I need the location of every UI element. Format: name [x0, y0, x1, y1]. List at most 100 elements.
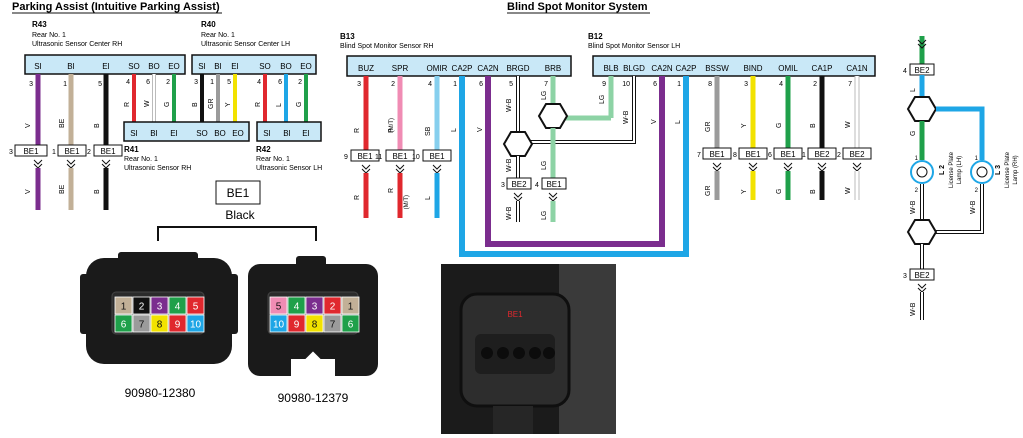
splice-badge [350, 149, 380, 162]
connector-R42: SI BI EI R42 Rear No. 1 Ultrasonic Senso… [256, 121, 322, 172]
splice-pin: 4 [903, 68, 907, 75]
pin-number: 5 [509, 81, 513, 88]
wire-color-label: G [776, 123, 783, 128]
wire-color-label: B [192, 102, 199, 107]
header-box-R41 [123, 121, 250, 142]
wire-color-label: L [910, 88, 917, 92]
wire-color-label: G [910, 131, 917, 136]
pin-number: 7 [848, 81, 852, 88]
pin-number: 1 [63, 81, 67, 88]
connector-key [289, 348, 337, 376]
wire-color-label: W [845, 121, 852, 128]
splice-point-lamp-feed [906, 96, 938, 122]
splice-badge-label: BE1 [392, 152, 408, 161]
be1-splice-lg: 4 BE1 [535, 177, 567, 190]
connector-latch [296, 256, 326, 268]
connector-pin-cell [323, 314, 342, 333]
connector-pin-cell [287, 314, 306, 333]
pin-number: 4 [257, 79, 261, 86]
wire-color-label: BE [59, 118, 66, 128]
wire-color-label: V [477, 127, 484, 132]
be1-splice-b13-omir: 10 BE1 [412, 149, 452, 162]
component-code-R43: R43 [32, 20, 47, 29]
splice-pin: 7 [697, 152, 701, 159]
wire-color-label: W-B [506, 158, 513, 172]
pin-label: SO [259, 62, 271, 71]
splice-badge-label: BE1 [745, 150, 761, 159]
wire-color-label: L [675, 120, 682, 124]
wire-color-label: LG [541, 161, 548, 170]
splice-pin: 2 [87, 149, 91, 156]
connector-pin-number: 7 [330, 320, 336, 331]
connector-chevrons [101, 159, 111, 169]
pin-label: CA1P [812, 64, 833, 73]
wire-group-b12: 8 3 4 2 7 GR Y G B W 7 BE1 8 BE1 6 BE1 1… [697, 76, 872, 200]
pin-label: BRB [545, 64, 561, 73]
connector-chevrons [783, 162, 793, 172]
wire-color-label: L [276, 103, 283, 107]
be1-splice-b13-buz: 9 BE1 [344, 149, 380, 162]
wire-group-ground-bridge: 5 7 9 10 W-B LG LG W-B W-B LG 3 BE2 4 BE… [501, 76, 636, 222]
be1-splice-r43-si: 3 BE1 [9, 144, 48, 157]
pin-label: SO [128, 62, 140, 71]
component-line1-B12: Blind Spot Monitor Sensor LH [588, 43, 680, 50]
lamp-label-rh-1: License Plate [1005, 151, 1011, 188]
splice-point-lg [537, 103, 569, 129]
wire-color-label: B [94, 123, 101, 128]
splice-badge [422, 149, 452, 162]
pin-label: CA2N [651, 64, 673, 73]
splice-badge-label: BE1 [780, 150, 796, 159]
pin-label: EO [232, 129, 244, 138]
wire-color-label: Y [741, 189, 748, 194]
wire-group-b13: 3 2 4 R P (M/T) SB 9 BE1 11 BE1 10 BE1 R… [344, 76, 452, 218]
pin-number: 6 [653, 81, 657, 88]
connector-pin-cell [305, 296, 324, 315]
wire-color-label: W-B [506, 98, 513, 112]
connector-pin-number: 2 [139, 302, 145, 313]
component-line2-R40: Ultrasonic Sensor Center LH [201, 41, 290, 48]
connector-pin-number: 2 [330, 302, 336, 313]
component-code-B13: B13 [340, 32, 355, 41]
photo-wire-boot [493, 406, 533, 434]
pin-label: SI [34, 62, 42, 71]
splice-badge [385, 149, 415, 162]
be1-label: BE1 [227, 186, 250, 200]
be1-color-label: Black [225, 208, 255, 222]
pin-label: BRGD [506, 64, 529, 73]
splice-badge-label: BE1 [23, 147, 39, 156]
pin-number: 1 [210, 79, 214, 86]
component-line2-R41: Ultrasonic Sensor RH [124, 165, 191, 172]
pin-label: BIND [743, 64, 762, 73]
pin-label: CA2N [477, 64, 499, 73]
pin-number: 4 [428, 81, 432, 88]
connector-chevrons [361, 164, 371, 174]
be1-splice-b12-omil: 6 BE1 [768, 147, 803, 160]
splice-badge [773, 147, 803, 160]
pin-label: OMIR [427, 64, 448, 73]
be2-splice-ground: 3 BE2 [501, 177, 532, 190]
splice-badge [909, 268, 935, 281]
pin-number: 7 [544, 81, 548, 88]
connector-pin-cell [114, 314, 133, 333]
connector-chevrons [712, 162, 722, 172]
connector-pin-cell [186, 296, 205, 315]
pin-label: BLGD [623, 64, 645, 73]
pin-label: BI [150, 129, 158, 138]
pin-label: BSSW [705, 64, 729, 73]
wire-color-label: W-B [623, 110, 630, 124]
wire-color-label: W-B [506, 206, 513, 220]
pin-label: EI [170, 129, 178, 138]
pin-label: SO [196, 129, 208, 138]
connector-chevrons [548, 192, 558, 202]
pin-number: 4 [126, 79, 130, 86]
connector-pin-number: 1 [348, 302, 354, 313]
connector-pin-number: 5 [193, 302, 199, 313]
component-line1-R40: Rear No. 1 [201, 32, 235, 39]
photo-label: BE1 [507, 310, 523, 319]
connector-pin-number: 10 [190, 320, 202, 331]
wire-color-label: Y [741, 123, 748, 128]
wire-b12-blgd-core [530, 76, 635, 143]
splice-pin: 3 [501, 182, 505, 189]
component-code-R40: R40 [201, 20, 216, 29]
